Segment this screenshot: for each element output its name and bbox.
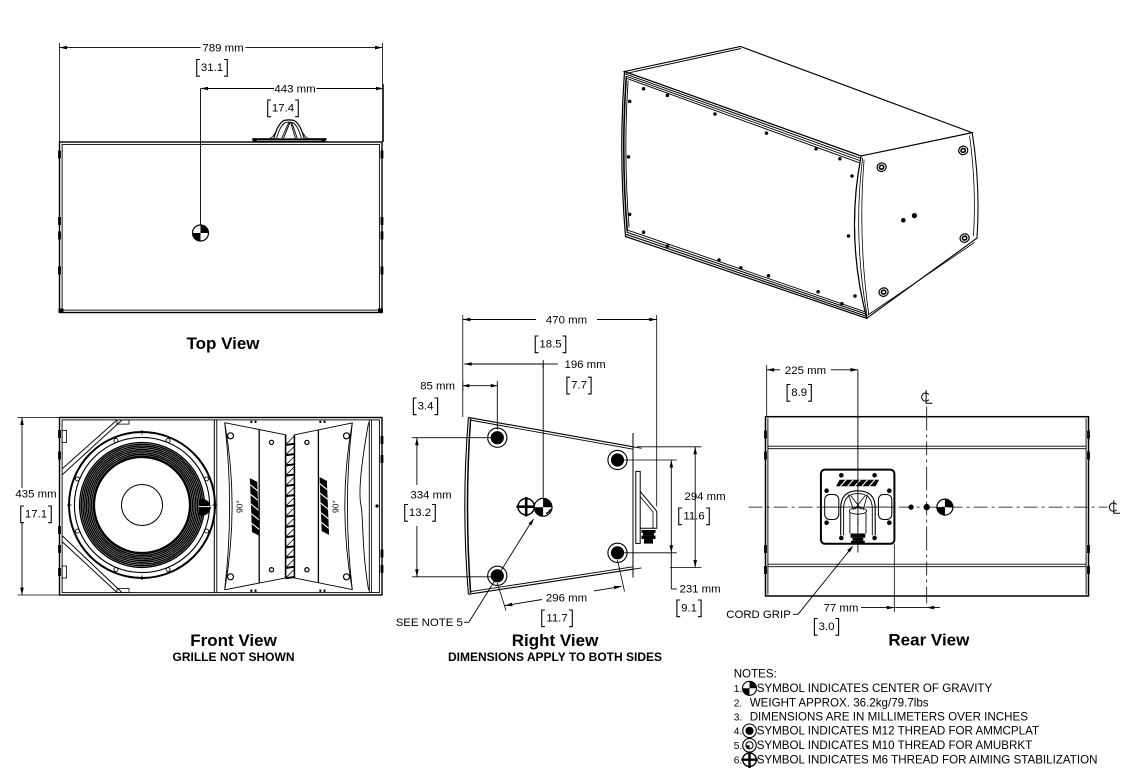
svg-text:31.1: 31.1	[201, 62, 223, 74]
svg-text:470 mm: 470 mm	[546, 315, 587, 327]
svg-text:DIMENSIONS ARE IN MILLIMETERS: DIMENSIONS ARE IN MILLIMETERS OVER INCHE…	[750, 711, 1029, 724]
svg-text:77 mm: 77 mm	[824, 602, 859, 614]
svg-text:Front View: Front View	[190, 631, 277, 650]
svg-text:3.4: 3.4	[418, 401, 434, 413]
svg-text:Rear View: Rear View	[888, 631, 970, 650]
svg-text:SYMBOL INDICATES M10 THREAD FO: SYMBOL INDICATES M10 THREAD FOR AMUBRKT	[757, 739, 1033, 752]
svg-text:SEE NOTE 5: SEE NOTE 5	[396, 617, 463, 629]
svg-text:3.: 3.	[734, 713, 743, 724]
svg-text:90°: 90°	[331, 500, 341, 513]
svg-text:17.1: 17.1	[25, 509, 47, 521]
svg-text:5.: 5.	[734, 741, 743, 752]
svg-text:18.5: 18.5	[539, 339, 561, 351]
svg-text:443 mm: 443 mm	[274, 84, 315, 96]
svg-text:11.7: 11.7	[546, 613, 567, 625]
svg-text:9.1: 9.1	[681, 603, 697, 615]
svg-text:GRILLE NOT SHOWN: GRILLE NOT SHOWN	[173, 650, 295, 664]
svg-text:225 mm: 225 mm	[785, 365, 826, 377]
svg-text:334 mm: 334 mm	[410, 490, 451, 502]
svg-text:6.: 6.	[734, 756, 743, 767]
svg-text:90°: 90°	[235, 500, 245, 513]
svg-text:294 mm: 294 mm	[685, 491, 726, 503]
svg-text:231 mm: 231 mm	[680, 584, 721, 596]
svg-text:8.9: 8.9	[791, 387, 807, 399]
svg-text:4.: 4.	[734, 727, 743, 738]
svg-text:85 mm: 85 mm	[420, 381, 455, 393]
svg-text:Right View: Right View	[512, 631, 599, 650]
svg-text:Top View: Top View	[186, 334, 260, 353]
svg-text:2.: 2.	[734, 698, 743, 709]
svg-text:SYMBOL INDICATES M12 THREAD FO: SYMBOL INDICATES M12 THREAD FOR AMMCPLAT	[757, 725, 1039, 738]
svg-text:NOTES:: NOTES:	[734, 668, 777, 681]
svg-text:789 mm: 789 mm	[202, 43, 243, 55]
svg-text:3.0: 3.0	[819, 621, 835, 633]
svg-text:296 mm: 296 mm	[546, 593, 587, 605]
svg-text:SYMBOL INDICATES M6 THREAD FOR: SYMBOL INDICATES M6 THREAD FOR AIMING ST…	[757, 754, 1098, 767]
svg-text:196 mm: 196 mm	[565, 359, 606, 371]
svg-text:SYMBOL INDICATES CENTER OF GRA: SYMBOL INDICATES CENTER OF GRAVITY	[757, 682, 993, 695]
svg-text:DIMENSIONS APPLY TO BOTH SIDES: DIMENSIONS APPLY TO BOTH SIDES	[448, 650, 662, 664]
svg-text:7.7: 7.7	[571, 380, 587, 392]
svg-text:WEIGHT APPROX. 36.2kg/79.7lbs: WEIGHT APPROX. 36.2kg/79.7lbs	[750, 696, 929, 709]
svg-text:11.6: 11.6	[683, 511, 704, 523]
svg-text:17.4: 17.4	[272, 103, 294, 115]
svg-text:CORD GRIP: CORD GRIP	[726, 609, 791, 621]
svg-text:13.2: 13.2	[409, 507, 431, 519]
svg-text:1.: 1.	[734, 684, 743, 695]
svg-text:435 mm: 435 mm	[15, 489, 56, 501]
